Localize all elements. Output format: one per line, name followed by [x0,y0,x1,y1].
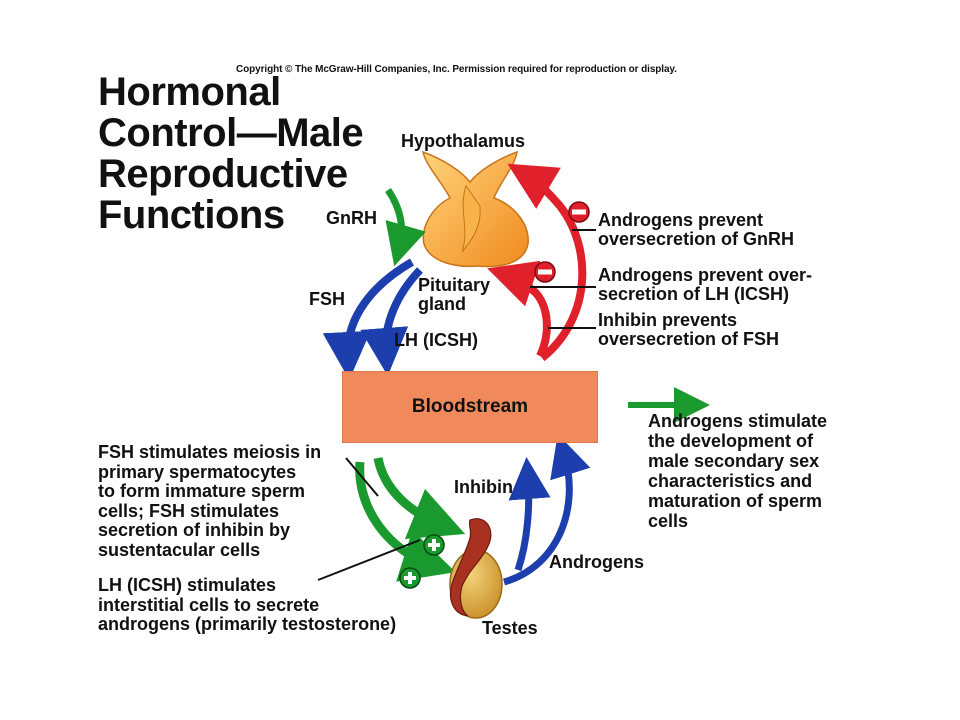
copyright-notice: Copyright © The McGraw-Hill Companies, I… [236,64,677,75]
note-line: androgens (primarily testosterone) [98,614,397,634]
inhibin-arrow [508,457,551,572]
note-lh-stimulates: LH (ICSH) stimulates interstitial cells … [98,575,397,635]
note-line: Androgens prevent [598,210,764,230]
testes-label: Testes [482,618,538,638]
title-line: Hormonal [98,70,281,114]
pituitary-label-line: Pituitary [418,275,491,295]
note-line: LH (ICSH) stimulates [98,575,277,595]
pituitary-label: Pituitary gland [418,276,490,314]
androgen-gnrh-feedback-arrow [507,163,587,362]
title-line: Control—Male [98,111,364,155]
note-line: Androgens prevent over- [598,265,813,285]
stimulate-plus-icon [399,567,421,589]
androgens-arrow [502,433,591,586]
note-line: characteristics and [648,471,813,491]
lh-label: LH (ICSH) [394,330,478,350]
note-line: primary spermatocytes [98,461,297,482]
hypothalamus-pituitary-icon [421,150,529,268]
inhibit-minus-icon [568,201,590,223]
lh-to-testes-arrow [355,461,456,582]
note-line: oversecretion of FSH [598,329,780,349]
note-line: FSH stimulates meiosis in [98,442,322,462]
note-androgens-lh: Androgens prevent over- secretion of LH … [598,266,812,304]
fsh-arrow [322,258,414,380]
note-line: interstitial cells to secrete [98,594,320,615]
note-line: maturation of sperm [648,491,823,511]
note-inhibin-fsh: Inhibin prevents oversecretion of FSH [598,311,779,349]
testes-icon [449,518,503,619]
note-line: the development of [648,431,814,451]
inhibin-label: Inhibin [454,477,513,497]
note-line: cells; FSH stimulates [98,500,280,521]
note-androgens-gnrh: Androgens prevent oversecretion of GnRH [598,211,794,249]
note-line: Inhibin prevents [598,310,738,330]
note-line: Androgens stimulate [648,411,828,431]
lh-arrow [360,267,423,376]
hypothalamus-label: Hypothalamus [401,131,526,151]
androgens-label: Androgens [549,552,645,572]
stimulate-plus-icon [423,534,445,556]
note-line: to form immature sperm [98,481,306,501]
pituitary-label-line: gland [418,294,466,314]
title-line: Functions [98,193,285,237]
fsh-label: FSH [309,289,345,309]
androgen-lh-feedback-arrow [487,260,551,358]
note-line: secretion of inhibin by [98,520,291,540]
bloodstream-box: Bloodstream [342,371,598,443]
gnrh-label: GnRH [326,208,377,228]
note-line: male secondary sex [648,451,820,471]
leader-line [317,539,421,581]
title-line: Reproductive [98,152,348,196]
note-androgens-stimulate: Androgens stimulate the development of m… [648,411,827,531]
leader-line [345,457,379,497]
page-title: Hormonal Control—Male Reproductive Funct… [98,70,364,237]
note-line: secretion of LH (ICSH) [598,284,790,304]
note-fsh-stimulates: FSH stimulates meiosis in primary sperma… [98,442,322,560]
fsh-to-testes-arrow [373,456,466,540]
inhibit-minus-icon [534,261,556,283]
bloodstream-label: Bloodstream [411,396,529,417]
note-line: cells [648,511,689,531]
gnrh-arrow [385,187,426,267]
note-line: sustentacular cells [98,539,261,560]
note-line: oversecretion of GnRH [598,229,795,249]
